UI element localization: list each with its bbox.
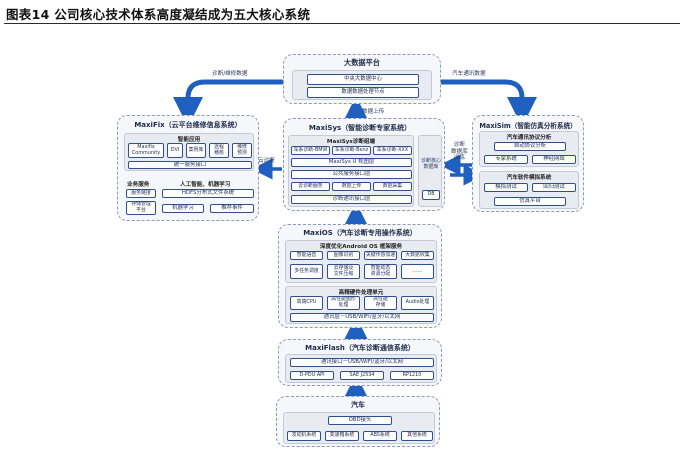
protocol-analysis: 汽车通讯协议分析 自动协议分析 专家系统 神经网络 bbox=[479, 131, 579, 167]
android-framework: 深度优化Android OS 框架服务 智能语音 图像识别 关键传感加速 大数据… bbox=[285, 240, 437, 283]
d-pdu-api: D-PDU API bbox=[290, 371, 334, 380]
db-box: DB bbox=[422, 190, 440, 200]
machine-learning: 机器学习 bbox=[162, 204, 204, 213]
expert-system: 专家系统 bbox=[484, 155, 528, 164]
hardware-unit: 高精硬件处理单元 高端CPU 高性能图形 处理 高性能 存储 Audio处理 通… bbox=[285, 286, 437, 324]
dynamic-resource-allocation: 智能动态 资源分配 bbox=[364, 264, 397, 279]
diag-core-database: 诊断核心 数据库 DB bbox=[418, 135, 442, 207]
central-bigdata-center: 中央大数据中心 bbox=[307, 74, 419, 85]
maxios-panel: MaxiOS（汽车诊断专用操作系统） 深度优化Android OS 框架服务 智… bbox=[278, 224, 442, 328]
recommendation-event: 推荐事件 bbox=[210, 204, 254, 213]
abs-system: ABS系统 bbox=[363, 431, 397, 441]
storage-management-platform: 存储管理 平台 bbox=[126, 201, 156, 215]
maxisys-title: MaxiSys（智能诊断专家系统） bbox=[308, 124, 412, 132]
android-framework-label: 深度优化Android OS 框架服务 bbox=[319, 244, 403, 250]
gearbox-system: 变速箱系统 bbox=[325, 431, 359, 441]
edge-label-diag-training: 诊断 数据库 训练 bbox=[451, 142, 468, 162]
diag-comm-interface-layer: 诊断通讯接口层 bbox=[291, 195, 412, 204]
hardware-unit-label: 高精硬件处理单元 bbox=[338, 290, 384, 296]
data-collection: 数据采集 bbox=[373, 182, 412, 191]
maintenance-prediction: 维修 预测 bbox=[232, 143, 252, 158]
cloud-diagnosis-service: 云诊断服务 bbox=[291, 182, 330, 191]
comm-layer: 通讯层－USB/WIFI/蓝牙/以太网 bbox=[290, 313, 434, 322]
simulation-platform: 仿真平台 bbox=[494, 197, 566, 206]
ai-ml-label: 人工智能、机器学习 bbox=[180, 182, 231, 188]
maxisys-components-label: MaxiSys诊断组端 bbox=[326, 139, 376, 145]
auto-protocol-analysis: 自动协议分析 bbox=[494, 142, 566, 151]
bigdata-platform-panel: 大数据平台 中央大数据中心 数据数据处理节点 bbox=[283, 54, 441, 104]
maxios-title: MaxiOS（汽车诊断专用操作系统） bbox=[303, 229, 417, 237]
maxiflash-panel: MaxiFlash（汽车诊断通信系统） 通讯接口－USB/WIFI/蓝牙/以太网… bbox=[278, 339, 442, 386]
engine-system: 发动机系统 bbox=[287, 431, 321, 441]
diag-benz: 车系诊断-Benz bbox=[332, 146, 371, 155]
data-upload: 数据上传 bbox=[332, 182, 371, 191]
other-systems: 其他系统 bbox=[401, 431, 433, 441]
edge-label-diag-maintenance: 诊断/维修数据 bbox=[212, 71, 248, 77]
edge-label-vehicle-comm: 汽车通讯数据 bbox=[452, 71, 486, 77]
bigdata-platform-title: 大数据平台 bbox=[344, 58, 380, 67]
remote-audit: 远程 稽核 bbox=[209, 143, 229, 158]
multitask-scheduling: 多任务调度 bbox=[290, 264, 323, 279]
maxisys-panel: MaxiSys（智能诊断专家系统） MaxiSys诊断组端 车系诊断-BMW 车… bbox=[283, 118, 445, 211]
car-inner: OBD接头 发动机系统 变速箱系统 ABS系统 其他系统 bbox=[283, 412, 435, 444]
case-library: 案例库 bbox=[186, 143, 206, 158]
image-recognition: 图像识别 bbox=[327, 251, 360, 260]
smart-voice: 智能语音 bbox=[290, 251, 323, 260]
maxifix-panel: MaxiFix（云平台维修信息系统） 智能应用 Maxifix Communit… bbox=[117, 115, 259, 221]
cloud-storage-compression: 云存储及 文件压缩 bbox=[327, 264, 360, 279]
simulation-test: 模拟测试 bbox=[484, 183, 528, 192]
maxisys-u-view-layer: MaxiSys U 视图层 bbox=[291, 158, 412, 167]
car-panel: 汽车 OBD接头 发动机系统 变速箱系统 ABS系统 其他系统 bbox=[276, 396, 440, 447]
high-perf-storage: 高性能 存储 bbox=[364, 296, 397, 310]
maxifix-title: MaxiFix（云平台维修信息系统） bbox=[134, 121, 242, 129]
maxifix-intelligent-app-label: 智能应用 bbox=[177, 137, 201, 143]
edge-label-cloud-diagnosis: 云诊断 bbox=[258, 158, 275, 164]
arrow-bigdata-to-maxifix bbox=[173, 79, 283, 127]
maxifix-intelligent-app: 智能应用 Maxifix Community DVI 案例库 远程 稽核 维修 … bbox=[124, 133, 254, 171]
rp1210: RP1210 bbox=[390, 371, 434, 380]
regression-test: 回归测试 bbox=[532, 183, 576, 192]
dvi: DVI bbox=[167, 143, 183, 158]
bigdata-collection: 大数据收集 bbox=[401, 251, 434, 260]
edge-label-data-upload: 数据上传 bbox=[362, 109, 385, 115]
sae-j2534: SAE J2534 bbox=[340, 371, 384, 380]
neural-network: 神经网络 bbox=[532, 155, 576, 164]
figure-title: 图表14 公司核心技术体系高度凝结成为五大核心系统 bbox=[6, 7, 311, 22]
diag-xxx: 车系诊断-XXX bbox=[373, 146, 412, 155]
software-simulation-label: 汽车软件模拟系统 bbox=[506, 175, 552, 181]
comm-interface: 通讯接口－USB/WIFI/蓝牙/以太网 bbox=[290, 358, 434, 367]
audio-processing: Audio处理 bbox=[401, 296, 434, 310]
software-simulation: 汽车软件模拟系统 模拟测试 回归测试 仿真平台 bbox=[479, 171, 579, 209]
service-link: 服务链接 bbox=[126, 189, 156, 198]
title-rule bbox=[4, 23, 680, 24]
unified-service-interface: 统一服务接口 bbox=[128, 161, 252, 169]
more-items: …… bbox=[401, 264, 434, 279]
maxifix-community: Maxifix Community bbox=[128, 143, 164, 158]
high-end-cpu: 高端CPU bbox=[290, 296, 323, 310]
diag-core-database-label: 诊断核心 数据库 bbox=[420, 158, 441, 170]
obd-connector: OBD接头 bbox=[328, 416, 392, 425]
bigdata-inner: 中央大数据中心 数据数据处理节点 bbox=[292, 70, 432, 100]
graphics-processing: 高性能图形 处理 bbox=[327, 296, 360, 310]
business-services-label: 业务服务 bbox=[127, 182, 150, 188]
public-service-interface: 公共服务接口层 bbox=[291, 170, 412, 179]
arrow-bigdata-to-maxisim bbox=[441, 79, 537, 127]
sensor-acceleration: 关键传感加速 bbox=[364, 251, 397, 260]
maxiflash-title: MaxiFlash（汽车诊断通信系统） bbox=[305, 344, 415, 352]
maxiflash-inner: 通讯接口－USB/WIFI/蓝牙/以太网 D-PDU API SAE J2534… bbox=[285, 354, 437, 383]
maxisys-components: MaxiSys诊断组端 车系诊断-BMW 车系诊断-Benz 车系诊断-XXX … bbox=[288, 135, 414, 207]
data-processing-node: 数据数据处理节点 bbox=[307, 87, 419, 98]
maxisim-panel: MaxiSim（智能仿真分析系统） 汽车通讯协议分析 自动协议分析 专家系统 神… bbox=[472, 115, 584, 212]
protocol-analysis-label: 汽车通讯协议分析 bbox=[506, 135, 552, 141]
diag-bmw: 车系诊断-BMW bbox=[291, 146, 330, 155]
maxisim-title: MaxiSim（智能仿真分析系统） bbox=[479, 122, 577, 130]
car-title: 汽车 bbox=[351, 401, 365, 409]
hdfs-file-system: HDFS分布式文件系统 bbox=[162, 189, 254, 198]
